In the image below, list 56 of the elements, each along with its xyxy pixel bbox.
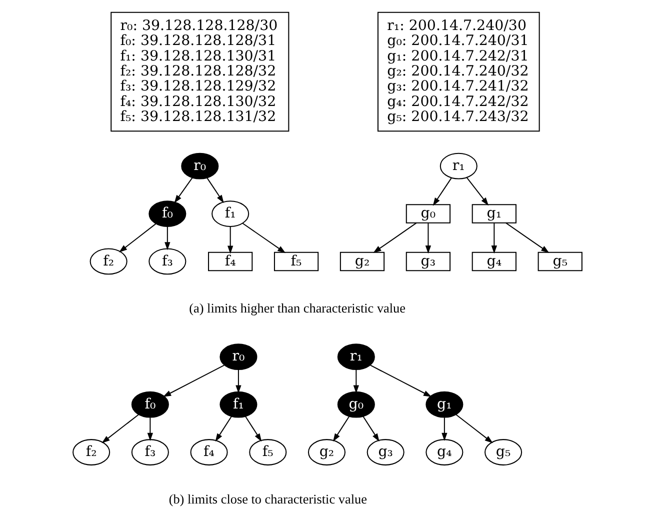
node-ellipse: r₁ — [440, 152, 478, 180]
arrow — [242, 222, 286, 254]
node-ellipse: f₂ — [90, 248, 128, 275]
node-ellipse: f₅ — [249, 439, 287, 466]
arrow — [456, 414, 493, 444]
node-box: f₅ — [274, 252, 319, 272]
arrow — [432, 178, 452, 206]
node-ellipse: g₄ — [426, 439, 464, 466]
arrow — [373, 222, 417, 253]
arrow — [362, 416, 380, 442]
arrow — [102, 414, 139, 444]
arrow — [164, 226, 170, 250]
node-box: g₂ — [340, 252, 385, 272]
arrow — [466, 177, 489, 206]
node-box: g₃ — [406, 252, 451, 272]
arrow — [228, 226, 234, 254]
node-ellipse: f₂ — [72, 439, 110, 466]
node-ellipse: g₅ — [484, 439, 522, 466]
node-ellipse: g₂ — [308, 439, 346, 466]
node-ellipse: g₁ — [426, 391, 464, 418]
node-ellipse: f₁ — [220, 391, 258, 418]
node-box: g₅ — [538, 252, 582, 272]
arrow — [491, 223, 498, 254]
node-ellipse: r₀ — [220, 344, 258, 370]
node-box: g₁ — [472, 204, 516, 224]
node-box: g₄ — [472, 252, 516, 272]
arrow — [442, 418, 448, 442]
arrow — [206, 178, 224, 204]
node-box: g₀ — [406, 204, 451, 224]
arrow — [118, 223, 156, 252]
node-ellipse: f₄ — [190, 439, 228, 466]
arrow — [506, 222, 550, 253]
arrow — [236, 370, 242, 394]
node-box: f₄ — [208, 252, 253, 272]
arrow — [147, 418, 154, 441]
arrow — [245, 416, 262, 442]
arrow — [370, 364, 432, 397]
node-ellipse: f₃ — [148, 248, 186, 275]
node-ellipse: r₁ — [337, 344, 375, 370]
label: (a) limits higher than characteristic value — [189, 300, 406, 316]
arrow — [353, 370, 360, 394]
node-box: r₁: 200.14.7.240/30 g₀: 200.14.7.240/31 g₁: 200.14.7.242/31 g₂: 200.14.7.240/32 g₃: 200.14.7.241/32 g₄: 200.14.7.242/32 g₅: 200.14.7.243/32 — [377, 12, 540, 132]
label: (b) limits close to characteristic value — [168, 491, 367, 506]
arrow — [332, 416, 350, 442]
node-ellipse: f₁ — [212, 200, 250, 227]
node-ellipse: g₃ — [366, 439, 404, 466]
node-ellipse: f₃ — [131, 439, 169, 466]
node-ellipse: g₀ — [337, 391, 375, 418]
arrow — [174, 177, 193, 204]
arrow — [162, 364, 224, 397]
node-ellipse: f₀ — [131, 391, 169, 418]
node-ellipse: f₀ — [148, 200, 186, 227]
arrow — [215, 416, 232, 442]
node-box: r₀: 39.128.128.128/30 f₀: 39.128.128.128/31 f₁: 39.128.128.130/31 f₂: 39.128.128.128/32 f₃: 39.128.128.129/32 f₄: 39.128.128.130/32 f₅: 39.128.128.131/32 — [110, 12, 290, 132]
node-ellipse: r₀ — [181, 152, 219, 180]
arrow — [425, 223, 432, 254]
